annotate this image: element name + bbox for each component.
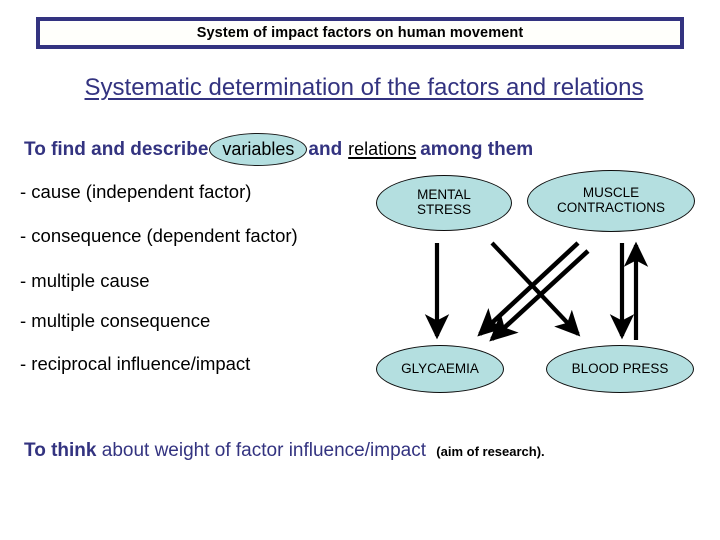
arrow-mental-stress-to-blood-press: [490, 241, 581, 337]
node-label: MENTAL STRESS: [417, 188, 471, 217]
footer-statement: To think about weight of factor influenc…: [24, 440, 545, 462]
arrow-muscle-contractions-to-glycaemia-a: [477, 241, 580, 337]
variables-chip: variables: [209, 133, 308, 166]
list-item: - consequence (dependent factor): [20, 225, 298, 246]
node-label: MUSCLE CONTRACTIONS: [557, 186, 665, 215]
footer-regular-text: about weight of factor influence/impact: [101, 440, 426, 461]
slide-title-box: System of impact factors on human moveme…: [36, 17, 684, 49]
node-label: GLYCAEMIA: [401, 360, 479, 376]
node-mental-stress: MENTAL STRESS: [376, 175, 512, 231]
list-item: - cause (independent factor): [20, 181, 252, 202]
arrow-muscle-contractions-to-glycaemia-b: [489, 249, 590, 342]
lead-part-2: and: [308, 138, 343, 160]
node-label-line1: MENTAL: [417, 187, 471, 203]
node-muscle-contractions: MUSCLE CONTRACTIONS: [527, 170, 695, 232]
page-title: System of impact factors on human moveme…: [196, 25, 524, 41]
list-item: - multiple consequence: [20, 310, 211, 331]
node-glycaemia: GLYCAEMIA: [376, 345, 504, 393]
lead-part-3: among them: [420, 138, 534, 160]
slide-subtitle: Systematic determination of the factors …: [84, 74, 644, 101]
node-label-line2: STRESS: [416, 202, 471, 217]
node-label: BLOOD PRESS: [571, 360, 669, 376]
node-label-line2: CONTRACTIONS: [557, 200, 665, 215]
node-blood-press: BLOOD PRESS: [546, 345, 694, 393]
node-label-line1: MUSCLE: [582, 185, 640, 201]
list-item: - reciprocal influence/impact: [20, 353, 251, 374]
footer-bold-text: To think: [24, 440, 97, 461]
relations-emphasis: relations: [348, 139, 417, 159]
footer-aim-text: (aim of research).: [436, 444, 545, 459]
lead-part-1: To find and describe: [24, 138, 209, 160]
lead-statement: To find and describe variables and relat…: [24, 133, 533, 166]
list-item: - multiple cause: [20, 270, 150, 291]
